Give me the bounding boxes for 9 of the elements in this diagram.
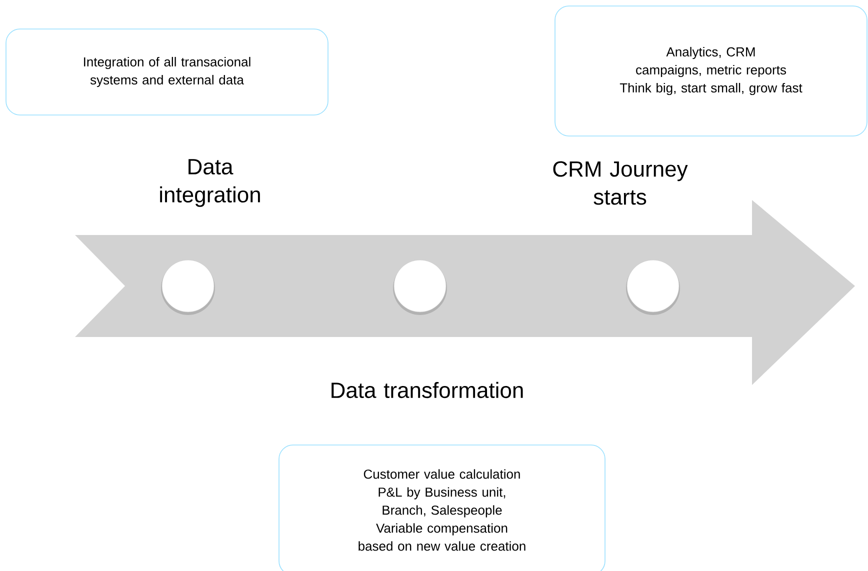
milestone-circle <box>161 260 215 315</box>
stage-label: Data transformation <box>332 382 523 398</box>
text-box: Analytics, CRM campaigns, metric reports Think big, start small, grow fast <box>554 6 868 136</box>
stage-label: CRM Journey starts <box>553 161 688 205</box>
stage-label: Data integration <box>160 159 260 207</box>
text-box: Integration of all transacional systems and external data <box>6 28 328 116</box>
milestone-circle <box>626 260 680 315</box>
text-box: Customer value calculation P&L by Business unit, Branch, Salespeople Variable compensation based on new value creation <box>278 444 606 571</box>
milestone-circle <box>393 260 447 315</box>
